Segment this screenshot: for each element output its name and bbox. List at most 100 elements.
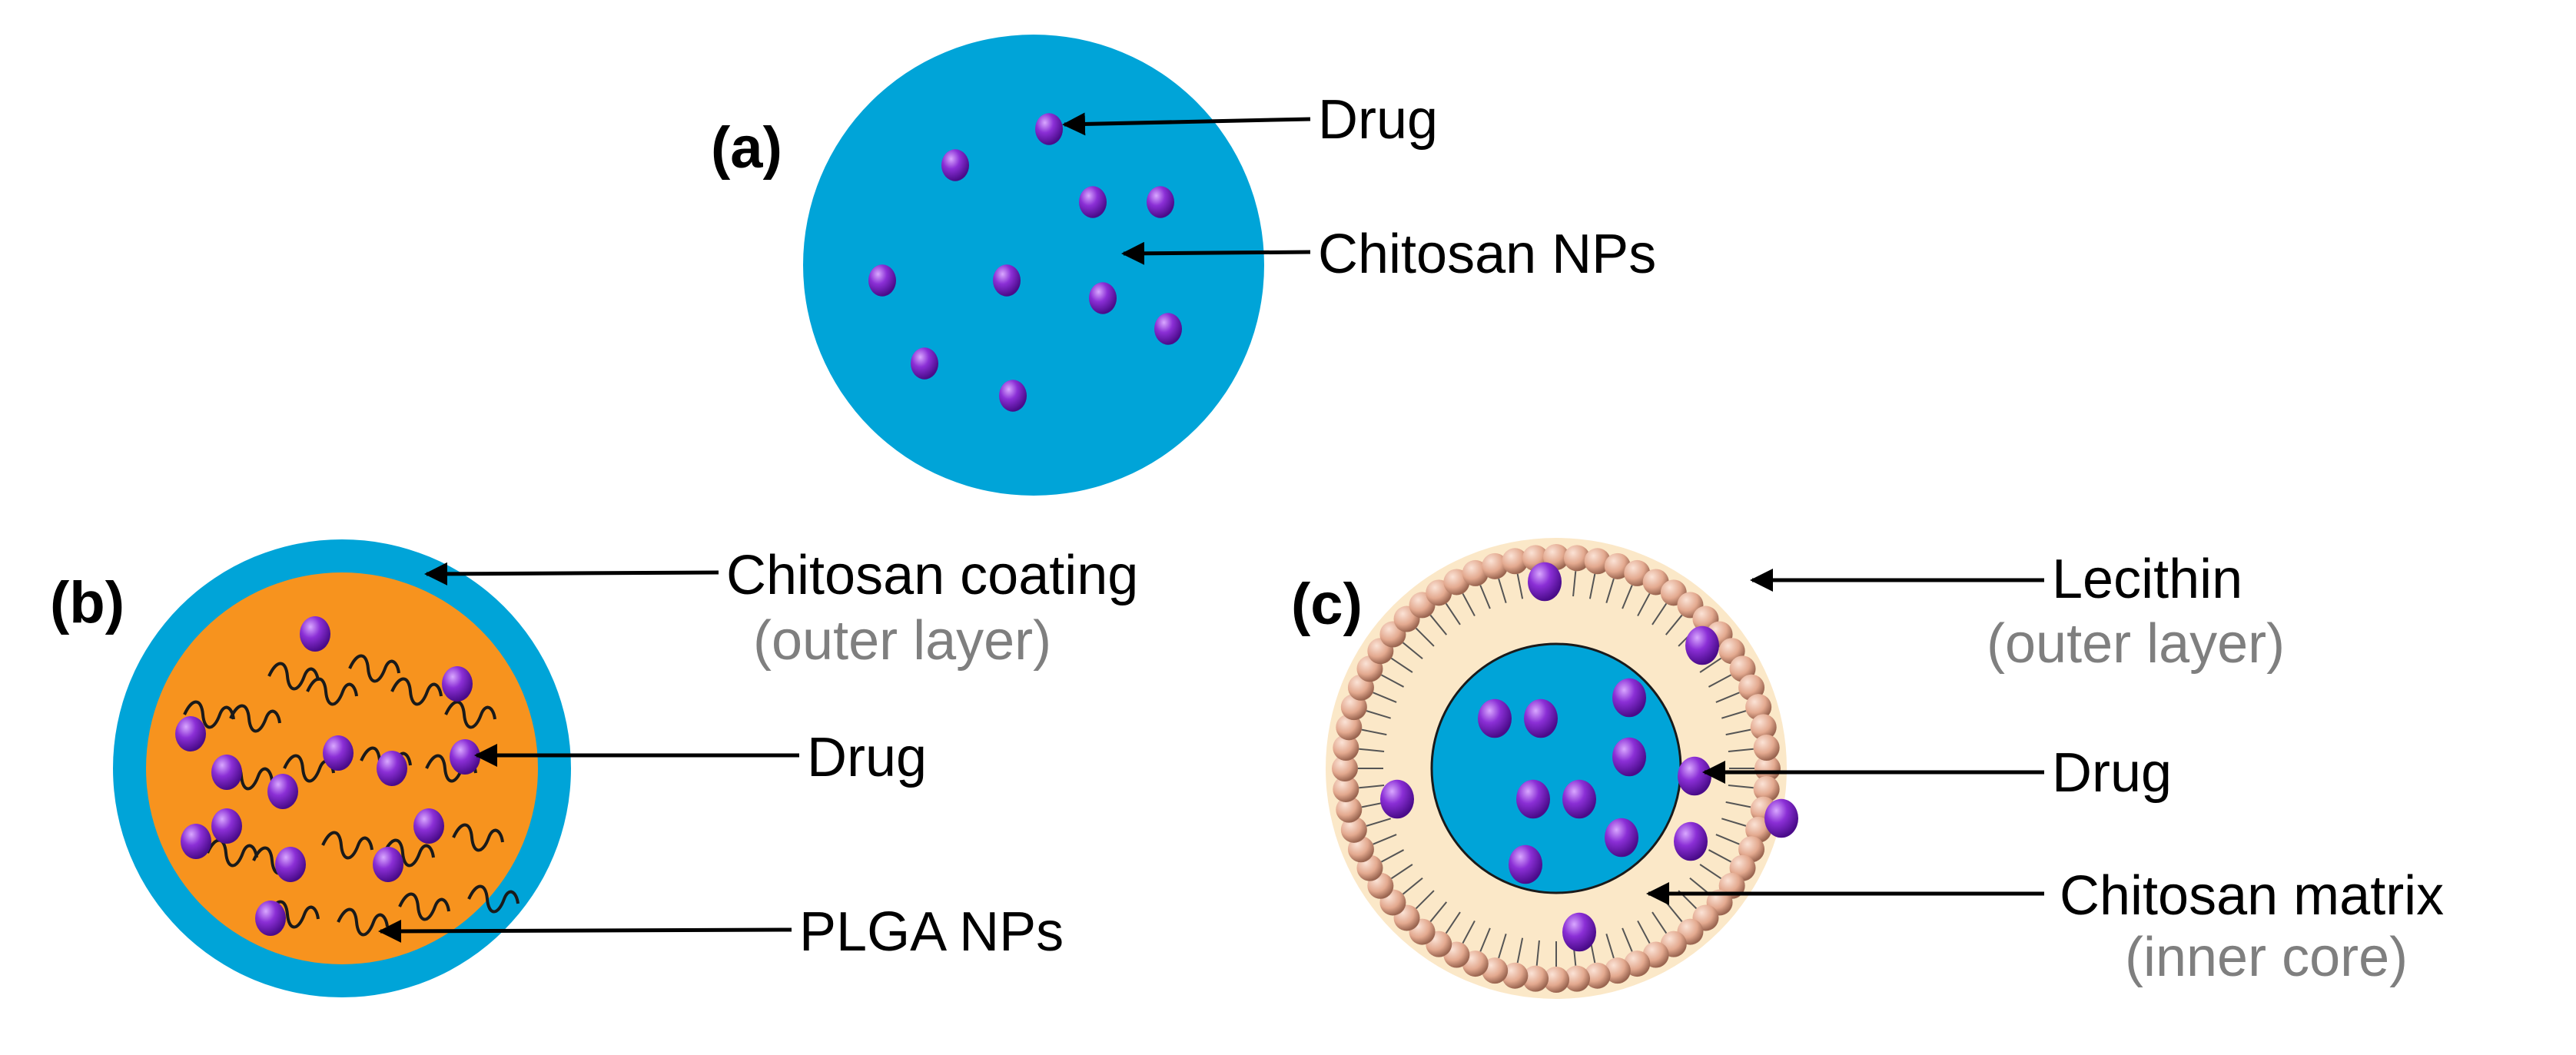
lipid-tail-icon	[1498, 578, 1507, 603]
drug-particle-icon	[377, 751, 407, 786]
polymer-chain-icon	[390, 677, 443, 706]
lipid-tail-icon	[1622, 927, 1633, 952]
lipid-tail-icon	[1665, 901, 1683, 923]
polymer-chain-icon	[321, 831, 373, 860]
chitosan-matrix-label: Chitosan matrix	[2060, 865, 2444, 927]
drug-particle-icon	[1509, 844, 1542, 884]
chitosan-np-sphere	[803, 35, 1264, 496]
lipid-tail-icon	[1361, 728, 1387, 736]
lipid-tail-icon	[1708, 849, 1732, 863]
lipid-tail-icon	[1637, 592, 1651, 617]
drug-particle-icon	[868, 264, 896, 297]
lipid-tail-icon	[1699, 864, 1722, 880]
lipid-tail-icon	[1402, 642, 1423, 660]
coating-arrow-icon	[424, 562, 719, 586]
lipid-tail-icon	[1445, 911, 1461, 934]
lipid-tail-icon	[1588, 573, 1596, 599]
polymer-chain-icon	[398, 892, 450, 921]
drug-particle-icon	[211, 755, 242, 790]
drug-particle-icon	[211, 808, 242, 844]
lipid-tail-icon	[1462, 920, 1476, 944]
lipid-head-icon	[1482, 552, 1509, 579]
drug-label-c: Drug	[2052, 742, 2172, 804]
lipid-head-icon	[1332, 755, 1358, 781]
lipid-tail-icon	[1728, 748, 1754, 752]
lipid-head-icon	[1502, 548, 1529, 575]
panel-b-label: (b)	[50, 570, 124, 635]
drug-label-a: Drug	[1318, 89, 1438, 151]
lipid-tail-icon	[1725, 728, 1751, 736]
drug-particle-icon	[413, 808, 444, 844]
lipid-tail-icon	[1445, 602, 1461, 625]
drug-label-b: Drug	[807, 727, 927, 788]
panel-c: (c) Lecithin (outer layer) Drug Chitosan…	[1291, 538, 2444, 999]
lipid-tail-icon	[1366, 818, 1391, 827]
lipid-tail-icon	[1380, 674, 1405, 688]
polymer-chain-icon	[452, 823, 504, 852]
lipid-tail-icon	[1479, 927, 1491, 952]
lipid-head-icon	[1336, 796, 1363, 823]
lipid-head-icon	[1604, 957, 1631, 984]
lipid-head-icon	[1333, 775, 1359, 802]
panel-a: (a) Drug Chitosan NPs	[711, 35, 1656, 496]
polymer-chain-icon	[467, 884, 520, 914]
drug-particle-icon	[1685, 625, 1719, 665]
drug-particle-icon	[1089, 282, 1117, 314]
drug-particle-icon	[993, 264, 1021, 297]
coating-label: Chitosan coating	[726, 545, 1138, 606]
drug-particle-icon	[1079, 186, 1107, 218]
lipid-head-icon	[1543, 967, 1569, 993]
lipid-head-icon	[1745, 694, 1772, 721]
plga-label: PLGA NPs	[799, 901, 1064, 963]
polymer-chain-icon	[267, 900, 320, 929]
panel-b: (b) Chitosan coating (outer layer) Drug …	[50, 539, 1138, 997]
lipid-head-icon	[1522, 965, 1549, 992]
lipid-tail-icon	[1605, 578, 1615, 603]
drug-particle-icon	[450, 739, 480, 775]
drug-particle-icon	[1674, 821, 1708, 861]
lipid-tail-icon	[1637, 920, 1651, 944]
lipid-tail-icon	[1516, 573, 1524, 599]
lipid-tail-icon	[1498, 934, 1507, 959]
drug-particles-c	[1380, 562, 1798, 952]
drug-particle-icon	[275, 847, 306, 882]
lipid-tail-icon	[1516, 937, 1524, 964]
drug-particle-icon	[1764, 798, 1798, 838]
lipid-head-icon	[1340, 816, 1367, 843]
drug-particle-icon	[1612, 678, 1646, 718]
lecithin-sublabel: (outer layer)	[1987, 613, 2285, 675]
drug-particle-icon	[1035, 113, 1063, 145]
drug-particle-icon	[999, 380, 1027, 412]
polymer-chain-icon	[267, 662, 320, 691]
lipid-tail-icon	[1651, 602, 1668, 625]
lipid-head-icon	[1753, 735, 1780, 761]
drug-particle-icon	[175, 716, 206, 751]
drug-particle-icon	[1516, 779, 1550, 819]
drug-particle-icon	[1605, 818, 1638, 858]
lipid-head-icon	[1584, 548, 1611, 575]
drug-particle-icon	[1524, 698, 1558, 738]
lipid-tail-icon	[1699, 657, 1722, 673]
lipid-heads	[1332, 544, 1781, 993]
drug-particles-a	[868, 113, 1182, 412]
lipid-tail-icon	[1715, 692, 1740, 703]
lipid-tail-icon	[1725, 801, 1751, 808]
polymer-chain-icon	[337, 907, 389, 937]
drug-particle-icon	[1528, 562, 1562, 602]
lipid-tail-icon	[1390, 657, 1413, 673]
lecithin-label: Lecithin	[2052, 549, 2242, 610]
polymer-chain-icon	[183, 700, 235, 729]
polymer-chain-icon	[348, 654, 400, 683]
lipid-tail-icon	[1479, 585, 1491, 609]
lipid-tail-icon	[1665, 614, 1683, 635]
drug-particle-icon	[1678, 756, 1711, 796]
drug-particle-icon	[1380, 779, 1414, 819]
drug-particle-icon	[911, 347, 938, 380]
lipid-tail-icon	[1429, 901, 1448, 923]
chitosan-matrix-core	[1430, 642, 1682, 894]
lipid-tail-icon	[1651, 911, 1668, 934]
lipid-head-icon	[1750, 714, 1777, 741]
panel-a-label: (a)	[711, 115, 782, 181]
coating-sublabel: (outer layer)	[753, 610, 1051, 672]
polymer-chain-icon	[444, 700, 496, 729]
